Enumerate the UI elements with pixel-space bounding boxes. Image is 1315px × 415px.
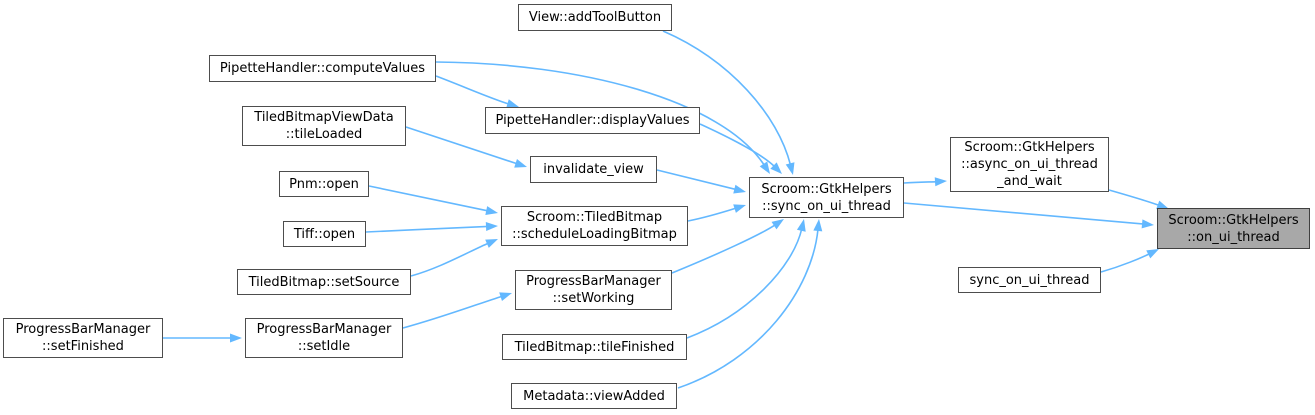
- graph-node-syncStandalone[interactable]: sync_on_ui_thread: [958, 267, 1101, 293]
- arrowhead-setSource-to-scheduleLoadingBitmap: [485, 239, 498, 248]
- arrowhead-setWorking-to-sync: [771, 219, 784, 230]
- graph-node-label: View::addToolButton: [528, 10, 662, 25]
- graph-node-viewAdded[interactable]: Metadata::viewAdded: [511, 383, 677, 409]
- graph-node-label: TiledBitmap::setSource: [248, 274, 400, 290]
- graph-node-asyncAndWait[interactable]: Scroom::GtkHelpers::async_on_ui_thread_a…: [950, 137, 1109, 192]
- graph-node-setWorking[interactable]: ProgressBarManager::setWorking: [515, 270, 672, 310]
- graph-node-tiff_open[interactable]: Tiff::open: [283, 221, 366, 247]
- graph-node-label: TiledBitmap::tileFinished: [514, 339, 675, 355]
- graph-node-invalidate_view[interactable]: invalidate_view: [530, 156, 657, 183]
- graph-node-label: ::setFinished: [42, 339, 124, 354]
- graph-node-tileLoaded[interactable]: TiledBitmapViewData::tileLoaded: [242, 106, 406, 146]
- edge-setIdle-to-setWorking: [402, 295, 503, 329]
- edge-scheduleLoadingBitmap-to-sync: [687, 207, 737, 222]
- graph-node-setSource[interactable]: TiledBitmap::setSource: [237, 269, 411, 295]
- edge-pnm_open-to-scheduleLoadingBitmap: [368, 185, 489, 212]
- edge-computeValues-to-displayValues: [435, 75, 510, 105]
- graph-node-label: PipetteHandler::displayValues: [495, 113, 690, 128]
- graph-node-label: ::sync_on_ui_thread: [762, 198, 891, 214]
- graph-node-label: ProgressBarManager: [256, 322, 392, 337]
- edge-sync-to-onUiThread: [903, 202, 1145, 225]
- graph-node-label: PipetteHandler::computeValues: [219, 61, 426, 76]
- edge-displayValues-to-sync: [699, 123, 776, 168]
- graph-node-label: invalidate_view: [543, 162, 644, 177]
- graph-node-pnm_open[interactable]: Pnm::open: [279, 171, 369, 197]
- arrowhead-viewAdded-to-sync: [813, 219, 823, 232]
- edge-tiff_open-to-scheduleLoadingBitmap: [365, 225, 489, 233]
- edge-syncStandalone-to-onUiThread: [1100, 252, 1151, 273]
- arrowhead-syncStandalone-to-onUiThread: [1146, 249, 1159, 259]
- graph-node-label: Metadata::viewAdded: [523, 388, 665, 404]
- edge-invalidate_view-to-sync: [656, 169, 737, 191]
- graph-node-addToolButton[interactable]: View::addToolButton: [518, 4, 672, 31]
- arrowhead-setIdle-to-setWorking: [499, 292, 512, 301]
- arrowhead-scheduleLoadingBitmap-to-sync: [733, 204, 746, 213]
- graph-node-onUiThread: Scroom::GtkHelpers::on_ui_thread: [1157, 208, 1310, 249]
- graph-node-displayValues[interactable]: PipetteHandler::displayValues: [485, 107, 700, 134]
- graph-node-label: Scroom::GtkHelpers: [964, 140, 1095, 155]
- edge-viewAdded-to-sync: [677, 228, 819, 389]
- edge-asyncAndWait-to-onUiThread: [1108, 189, 1160, 207]
- arrowhead-addToolButton-to-sync: [785, 162, 795, 175]
- graph-node-tileFinished[interactable]: TiledBitmap::tileFinished: [502, 334, 687, 360]
- graph-node-label: ::scheduleLoadingBitmap: [512, 227, 677, 242]
- graph-node-label: Pnm::open: [289, 176, 359, 192]
- arrowhead-computeValues-to-sync: [759, 161, 770, 174]
- edge-setSource-to-scheduleLoadingBitmap: [410, 242, 490, 277]
- graph-node-label: Tiff::open: [293, 226, 356, 242]
- edge-sync-to-asyncAndWait: [903, 180, 938, 184]
- graph-node-label: Scroom::TiledBitmap: [526, 210, 663, 225]
- graph-node-label: ProgressBarManager: [526, 274, 661, 289]
- graph-node-scheduleLoadingBitmap[interactable]: Scroom::TiledBitmap::scheduleLoadingBitm…: [501, 206, 688, 246]
- graph-node-label: _and_wait: [997, 174, 1062, 189]
- arrowhead-tileLoaded-to-invalidate_view: [514, 159, 527, 168]
- graph-node-sync[interactable]: Scroom::GtkHelpers::sync_on_ui_thread: [749, 177, 904, 218]
- graph-node-label: Scroom::GtkHelpers: [1168, 212, 1299, 228]
- graph-node-label: ::setWorking: [552, 291, 635, 306]
- graph-node-label: sync_on_ui_thread: [969, 272, 1090, 288]
- graph-node-label: TiledBitmapViewData: [254, 110, 394, 125]
- graph-node-label: ::on_ui_thread: [1187, 229, 1280, 245]
- graph-node-label: ::async_on_ui_thread: [961, 157, 1098, 172]
- graph-node-setFinished[interactable]: ProgressBarManager::setFinished: [3, 318, 163, 358]
- arrowhead-pnm_open-to-scheduleLoadingBitmap: [485, 206, 498, 215]
- graph-node-label: ::tileLoaded: [285, 127, 363, 142]
- graph-node-setIdle[interactable]: ProgressBarManager::setIdle: [245, 318, 403, 358]
- arrowhead-sync-to-asyncAndWait: [934, 177, 947, 187]
- graph-node-computeValues[interactable]: PipetteHandler::computeValues: [209, 55, 436, 82]
- arrowhead-sync-to-onUiThread: [1141, 219, 1154, 229]
- arrowhead-displayValues-to-sync: [770, 162, 782, 174]
- arrowhead-setFinished-to-setIdle: [230, 333, 242, 343]
- graph-node-label: ProgressBarManager: [15, 322, 151, 337]
- arrowhead-tiff_open-to-scheduleLoadingBitmap: [485, 222, 498, 232]
- edge-addToolButton-to-sync: [662, 30, 792, 166]
- edge-tileFinished-to-sync: [686, 228, 803, 339]
- graph-node-label: Scroom::GtkHelpers: [761, 181, 892, 197]
- arrowhead-invalidate_view-to-sync: [733, 184, 746, 194]
- arrowhead-tileFinished-to-sync: [796, 219, 806, 232]
- graph-node-label: ::setIdle: [297, 339, 351, 354]
